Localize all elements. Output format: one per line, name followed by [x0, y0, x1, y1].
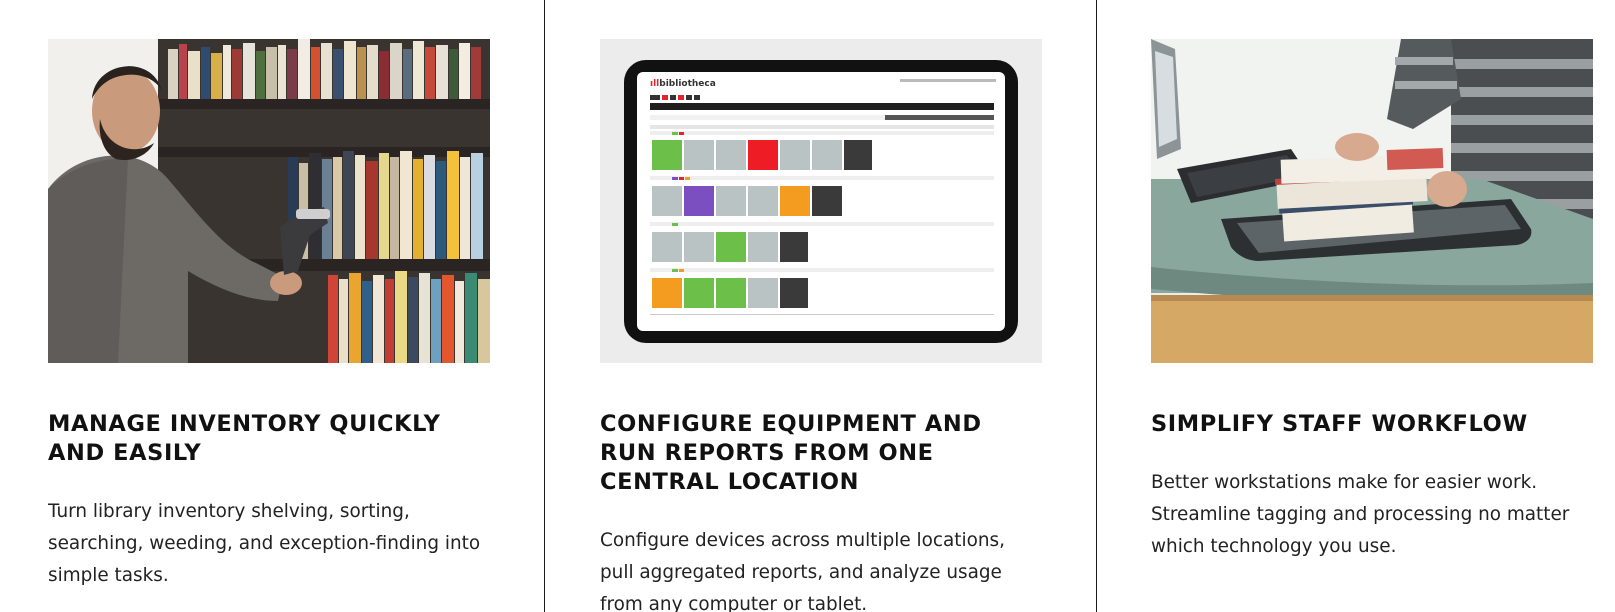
feature-description: Turn library inventory shelving, sorting… — [48, 501, 481, 586]
feature-card-equipment: ıllbibliotheca — [600, 0, 1042, 612]
librarian-scanning-shelf-photo — [48, 39, 490, 363]
staff-workstation-photo — [1151, 39, 1593, 363]
column-divider — [544, 0, 545, 612]
feature-title: CONFIGURE EQUIPMENT AND RUN REPORTS FROM… — [600, 411, 982, 495]
feature-card-inventory: MANAGE INVENTORY QUICKLY AND EASILY Turn… — [48, 0, 490, 612]
column-divider — [1096, 0, 1097, 612]
tablet-dashboard-photo: ıllbibliotheca — [600, 39, 1042, 363]
feature-description: Configure devices across multiple locati… — [600, 530, 1005, 612]
bibliotheca-logo: ıllbibliotheca — [650, 79, 716, 89]
feature-title: MANAGE INVENTORY QUICKLY AND EASILY — [48, 411, 441, 466]
feature-card-workflow: SIMPLIFY STAFF WORKFLOW Better workstati… — [1151, 0, 1593, 612]
feature-description: Better workstations make for easier work… — [1151, 472, 1570, 557]
feature-title: SIMPLIFY STAFF WORKFLOW — [1151, 411, 1528, 437]
